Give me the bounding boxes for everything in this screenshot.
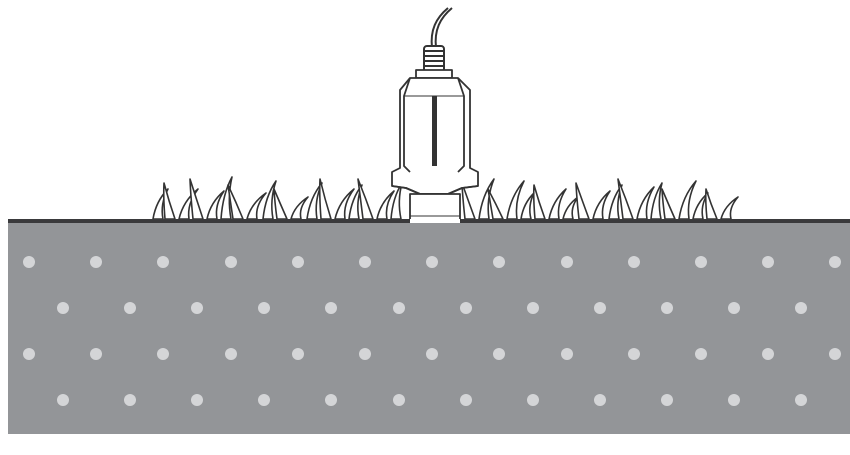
soil-dot — [23, 348, 35, 360]
soil-dot — [426, 348, 438, 360]
grass-blade — [206, 190, 225, 220]
grass-blade — [506, 180, 525, 220]
soil-dot — [594, 394, 606, 406]
soil-dot — [762, 348, 774, 360]
sensor-probe-icon — [391, 7, 479, 221]
grass-blade — [189, 178, 204, 220]
soil-dot — [359, 256, 371, 268]
grass-blade — [661, 188, 676, 220]
grass-blade — [592, 190, 611, 220]
grass-blade — [720, 196, 739, 220]
soil-dot — [527, 394, 539, 406]
soil-dot — [292, 348, 304, 360]
soil-dot — [90, 348, 102, 360]
soil-dot — [325, 394, 337, 406]
grass-blade — [227, 184, 244, 220]
grass-blade — [650, 182, 663, 220]
grass-blade — [478, 178, 495, 220]
soil-dot — [561, 256, 573, 268]
soil-layer — [8, 222, 850, 434]
soil-dot — [628, 348, 640, 360]
soil-dot — [90, 256, 102, 268]
soil-dot — [191, 302, 203, 314]
grass-blade — [306, 182, 323, 220]
soil-dot — [393, 394, 405, 406]
cable-strain-relief — [423, 45, 445, 73]
grass-blade — [262, 180, 277, 220]
soil-dot — [191, 394, 203, 406]
grass-blade — [390, 182, 403, 220]
grass-blade — [704, 188, 718, 220]
grass-blade — [617, 178, 634, 220]
soil-dot — [57, 302, 69, 314]
grass-blade — [562, 196, 579, 220]
grass-blade — [178, 188, 199, 220]
soil-particles — [23, 256, 841, 406]
cable-icon — [430, 7, 449, 49]
soil-dot — [594, 302, 606, 314]
soil-dot — [393, 302, 405, 314]
grass-blade — [608, 184, 623, 220]
soil-dot — [661, 302, 673, 314]
grass-blade — [575, 182, 590, 220]
grass-blade — [246, 192, 267, 220]
soil-dot — [124, 394, 136, 406]
soil-dot — [325, 302, 337, 314]
grass-blade — [376, 190, 395, 220]
soil-dot — [460, 302, 472, 314]
soil-dot — [795, 394, 807, 406]
grass-blade — [318, 178, 332, 220]
grass-blade — [532, 184, 546, 220]
soil-dot — [695, 256, 707, 268]
grass-blade — [357, 178, 374, 220]
sensor-slot — [432, 96, 437, 166]
grass-blade — [636, 186, 655, 220]
soil-dot — [426, 256, 438, 268]
soil-dot — [292, 256, 304, 268]
soil-dot — [460, 394, 472, 406]
grass-blade — [334, 188, 355, 220]
soil-dot — [829, 348, 841, 360]
soil-dot — [124, 302, 136, 314]
soil-dot — [493, 348, 505, 360]
grass-blade — [348, 184, 363, 220]
soil-dot — [493, 256, 505, 268]
grass-blade — [290, 196, 309, 220]
grass-blade — [678, 180, 697, 220]
soil-dot — [661, 394, 673, 406]
grass-blade — [273, 188, 288, 220]
soil-dot — [728, 302, 740, 314]
soil-dot — [628, 256, 640, 268]
soil-dot — [728, 394, 740, 406]
soil-dot — [527, 302, 539, 314]
soil-dot — [258, 302, 270, 314]
soil-dot — [359, 348, 371, 360]
soil-dot — [157, 348, 169, 360]
probe-insertion-gap — [410, 219, 460, 223]
soil-dot — [258, 394, 270, 406]
grass-blade — [520, 192, 535, 220]
soil-dot — [225, 256, 237, 268]
grass-icon — [152, 176, 739, 220]
soil-dot — [695, 348, 707, 360]
soil-dot — [829, 256, 841, 268]
soil-dot — [225, 348, 237, 360]
grass-blade — [162, 182, 176, 220]
soil-dot — [795, 302, 807, 314]
soil-dot — [57, 394, 69, 406]
grass-blade — [548, 188, 567, 220]
soil-dot — [157, 256, 169, 268]
soil-dot — [23, 256, 35, 268]
soil-dot — [561, 348, 573, 360]
soil-dot — [762, 256, 774, 268]
grass-blade — [487, 188, 504, 220]
